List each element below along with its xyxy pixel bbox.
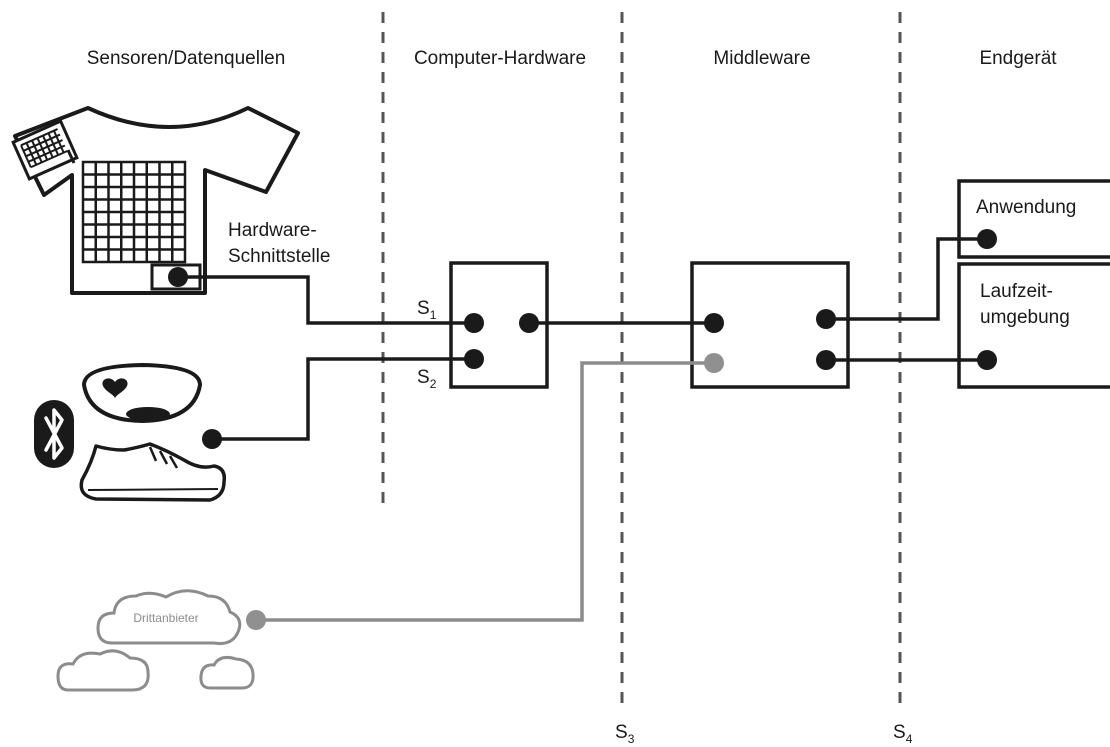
node-middleware-in [704, 313, 724, 333]
connection-middleware-application [826, 239, 987, 319]
node-hardware-in-s1 [464, 313, 484, 333]
runtime-label-line2: umgebung [980, 307, 1070, 328]
column-heading-middleware: Middleware [713, 48, 810, 69]
node-middleware-out-bottom [816, 350, 836, 370]
node-middleware-out-top [816, 309, 836, 329]
column-heading-sensors: Sensoren/Datenquellen [87, 48, 286, 69]
interface-label-s2: S2 [417, 367, 437, 391]
node-hardware-in-s2 [464, 349, 484, 369]
connection-third-party [256, 363, 714, 620]
node-middleware-in-third-party [704, 353, 724, 373]
shoe-icon [81, 444, 224, 500]
column-heading-hardware: Computer-Hardware [414, 48, 586, 69]
cloud-small-left [58, 651, 148, 690]
column-heading-device: Endgerät [979, 48, 1057, 69]
node-third-party [246, 610, 266, 630]
node-shoe [202, 429, 222, 449]
application-label: Anwendung [976, 197, 1076, 218]
node-runtime [977, 350, 997, 370]
heart-rate-monitor-icon [84, 365, 200, 421]
hardware-interface-label-line2: Schnittstelle [228, 246, 330, 267]
interface-label-s4: S4 [893, 722, 913, 746]
node-hardware-interface [168, 267, 188, 287]
cloud-small-right [201, 657, 253, 688]
third-party-label: Drittanbieter [133, 611, 198, 625]
runtime-label-line1: Laufzeit- [980, 281, 1053, 302]
connection-s2 [212, 359, 474, 439]
bluetooth-icon [34, 400, 74, 468]
interface-label-s3: S3 [615, 722, 635, 746]
node-application [977, 229, 997, 249]
hardware-interface-label-line1: Hardware- [228, 220, 317, 241]
interface-label-s1: S1 [417, 298, 437, 322]
node-hardware-out [519, 313, 539, 333]
cloud-third-party [58, 591, 253, 690]
